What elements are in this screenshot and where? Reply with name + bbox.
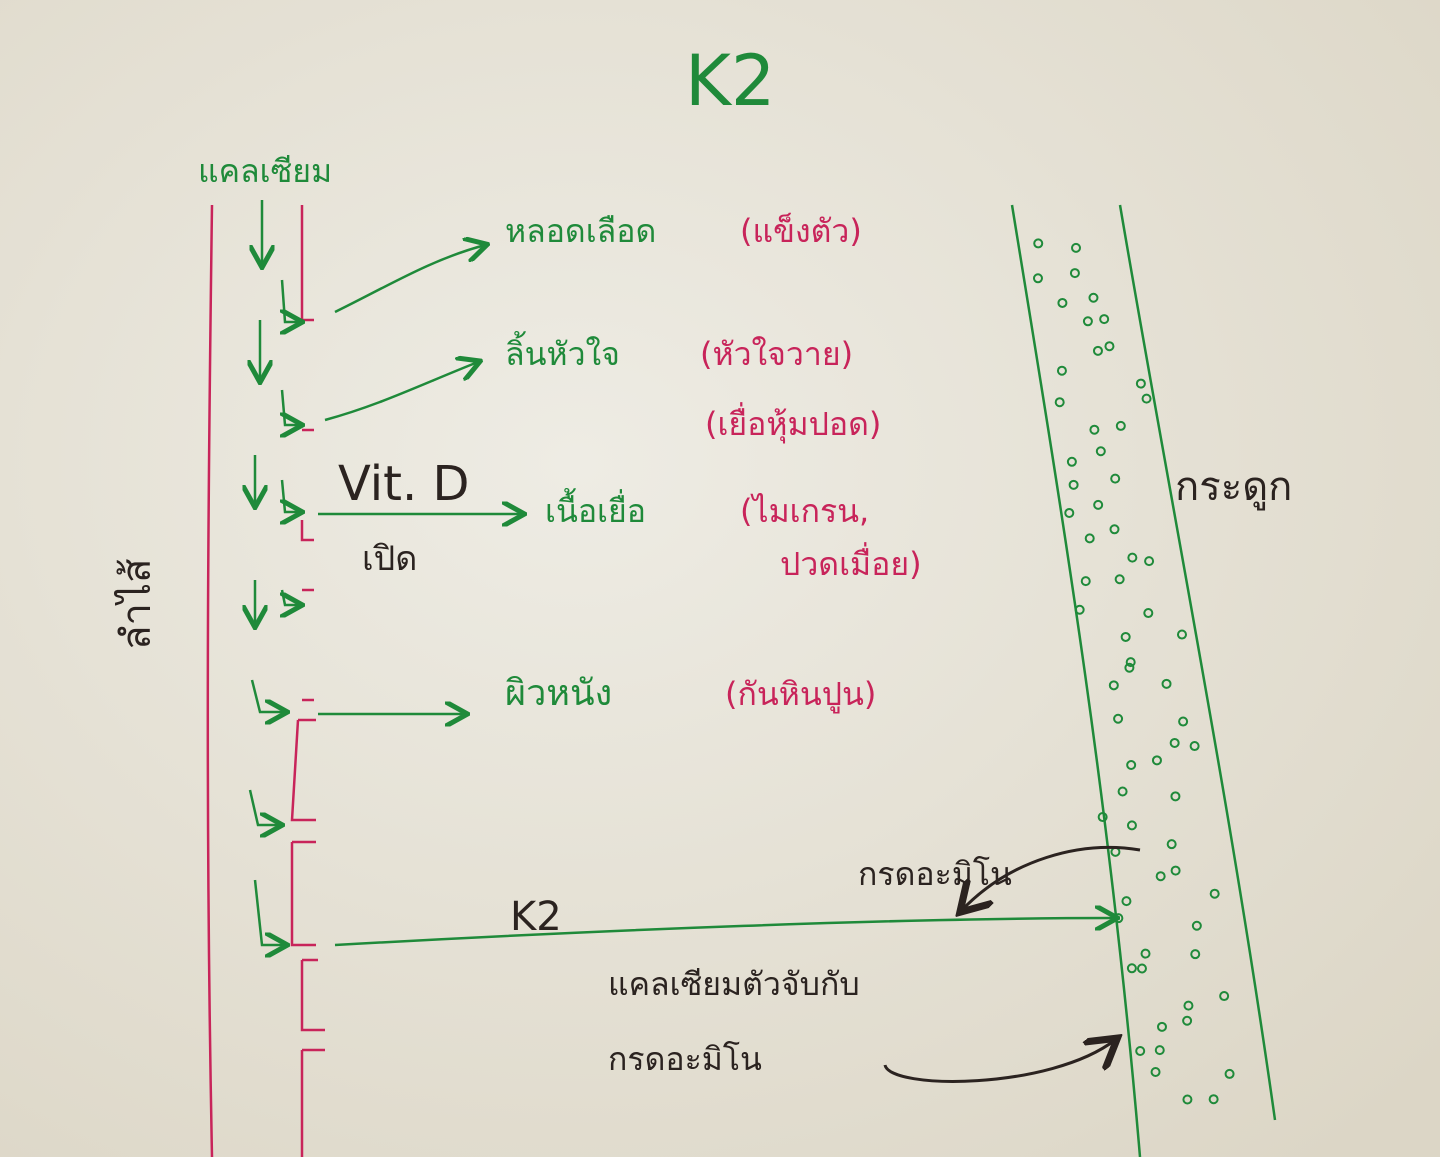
bone-dot <box>1135 1045 1146 1056</box>
amino-acid-arrow-in <box>883 1040 1115 1083</box>
bone-dot <box>1074 604 1085 615</box>
bone-dot <box>1088 292 1099 303</box>
bone-dot <box>1135 378 1146 389</box>
bone-dot <box>1115 420 1126 431</box>
bone-dot <box>1190 949 1201 960</box>
target-effect-skin: (กันหินปูน) <box>725 675 876 714</box>
bone-dot <box>1064 507 1075 518</box>
organ-arrows <box>318 245 522 714</box>
bone-dot <box>1219 991 1230 1002</box>
bone-label: กระดูก <box>1175 464 1292 510</box>
bone-dot <box>1126 820 1137 831</box>
bone-dot <box>1136 963 1147 974</box>
bone-dot <box>1089 424 1100 435</box>
bone-dot <box>1161 678 1172 689</box>
bone-dot <box>1141 393 1152 404</box>
bone-dot <box>1120 631 1131 642</box>
bone-dot <box>1121 896 1132 907</box>
vitd-action: เปิด <box>362 539 417 579</box>
intestine-label: ลำไส้ <box>114 558 160 650</box>
bone-dot <box>1092 345 1103 356</box>
target-organ-heart-valve: ลิ้นหัวใจ <box>505 331 620 373</box>
bone-dot <box>1066 456 1077 467</box>
bone-dot <box>1178 716 1189 727</box>
calcium-flow-arrows <box>250 200 300 945</box>
target-effect-vessels: (แข็งตัว) <box>740 212 862 250</box>
bone-dot <box>1209 888 1220 899</box>
bone-dot <box>1057 297 1068 308</box>
bone-dot <box>1113 713 1124 724</box>
bone-dot <box>1068 479 1079 490</box>
bone-dot <box>1170 865 1181 876</box>
bone-dot <box>1151 755 1162 766</box>
bone-dot <box>1054 397 1065 408</box>
bone-dot <box>1143 608 1154 619</box>
bone-dot <box>1114 574 1125 585</box>
calcium-label: แคลเซียม <box>198 152 332 190</box>
k2-arrow-label: K2 <box>510 894 562 940</box>
amino-caption-line1: แคลเซียมตัวจับกับ <box>608 965 860 1003</box>
bone-dot <box>1176 629 1187 640</box>
bone-dot <box>1099 314 1110 325</box>
bone-dot <box>1071 242 1082 253</box>
bone-dot <box>1191 920 1202 931</box>
bone-dot <box>1080 576 1091 587</box>
bone-dot <box>1183 1000 1194 1011</box>
bone-dot <box>1056 365 1067 376</box>
amino-caption-line2: กรดอะมิโน <box>608 1040 762 1078</box>
target-organ-skin: ผิวหนัง <box>505 673 612 714</box>
bone-dot <box>1125 657 1136 668</box>
bone-dot <box>1097 812 1108 823</box>
bone-walls <box>1010 204 1277 1157</box>
target-effect-heart: (หัวใจวาย) <box>700 335 853 373</box>
bone-dot <box>1069 268 1080 279</box>
vitd-label: Vit. D <box>338 456 469 512</box>
target-effect-aches: ปวดเมื่อย) <box>780 542 922 583</box>
bone-dot <box>1156 1021 1167 1032</box>
bone-dot <box>1124 662 1135 673</box>
bone-dot <box>1108 680 1119 691</box>
bone-dot <box>1093 499 1104 510</box>
bone-dot <box>1095 446 1106 457</box>
bone-dot <box>1182 1015 1193 1026</box>
bone-dot <box>1144 556 1155 567</box>
bone-dot <box>1155 871 1166 882</box>
bone-dot <box>1117 786 1128 797</box>
bone-dot <box>1224 1068 1235 1079</box>
bone-dot <box>1154 1045 1165 1056</box>
title: K2 <box>685 40 775 122</box>
bone-dot <box>1182 1094 1193 1105</box>
bone-dot <box>1169 737 1180 748</box>
bone-dot <box>1126 963 1137 974</box>
bone-dot <box>1166 839 1177 850</box>
bone-dot <box>1110 473 1121 484</box>
bone-dot <box>1140 948 1151 959</box>
bone-dot <box>1126 760 1137 771</box>
amino-acid-arrow-out <box>962 846 1141 911</box>
target-organ-tissue: เนื้อเยื่อ <box>545 488 646 530</box>
bone-dot <box>1033 238 1044 249</box>
bone-dot <box>1189 741 1200 752</box>
k2-arrow <box>334 918 1115 947</box>
bone-dot <box>1127 552 1138 563</box>
bone-dot <box>1150 1067 1161 1078</box>
bone-dot <box>1084 533 1095 544</box>
bone-dot <box>1208 1094 1219 1105</box>
target-organ-vessels: หลอดเลือด <box>505 212 656 250</box>
target-effect-migraine: (ไมเกรน, <box>740 492 869 530</box>
target-effect-pleura: (เยื่อหุ้มปอด) <box>705 402 881 444</box>
bone-dot <box>1104 341 1115 352</box>
bone-dot <box>1082 316 1093 327</box>
bone-dot <box>1032 273 1043 284</box>
bone-dot <box>1170 791 1181 802</box>
bone-matrix-dots <box>1032 238 1235 1105</box>
bone-dot <box>1109 524 1120 535</box>
